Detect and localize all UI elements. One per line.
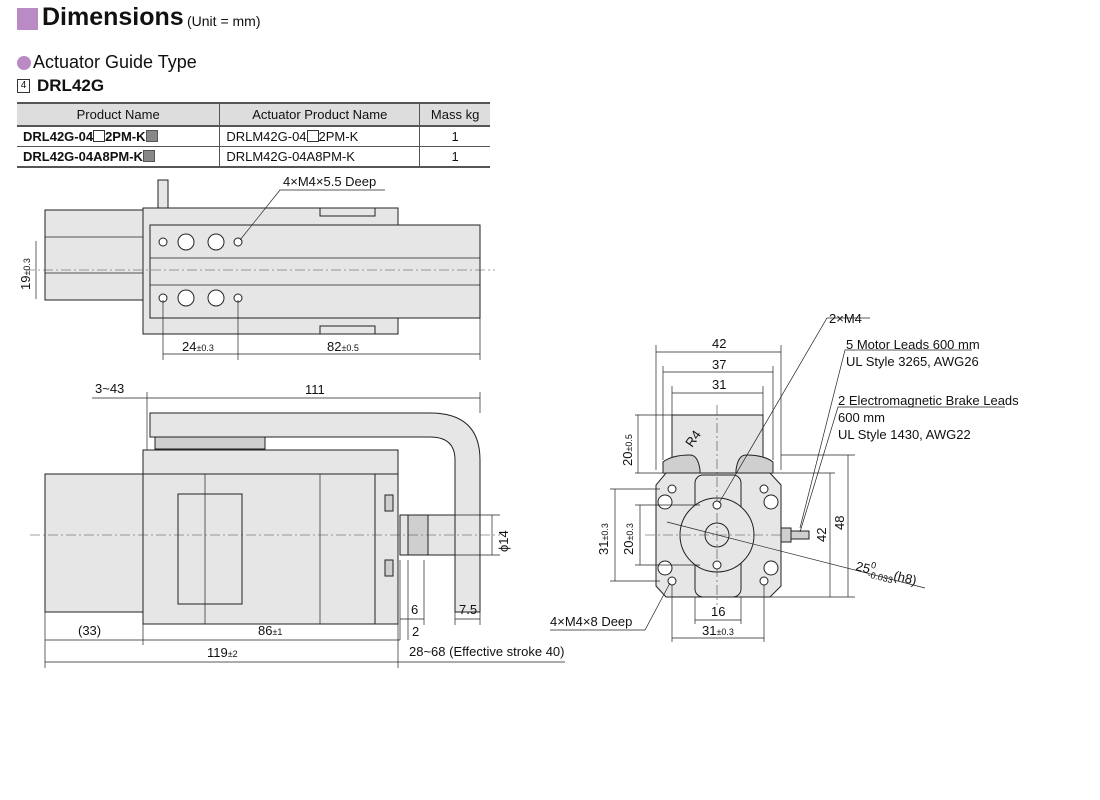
brake-leads-2: 600 mm (838, 410, 885, 425)
product-table: Product Name Actuator Product Name Mass … (17, 102, 490, 168)
subsection-bullet (17, 56, 31, 70)
b16-dim: 16 (711, 604, 725, 619)
motor-leads-2: UL Style 3265, AWG26 (846, 354, 979, 369)
width-31: 31 (712, 377, 726, 392)
table-header: Product Name Actuator Product Name Mass … (17, 102, 490, 127)
overall-top-dim: 111 (305, 382, 325, 397)
body-dim: 86±1 (258, 623, 282, 638)
col-mass: Mass kg (419, 102, 490, 127)
motor-dim: (33) (78, 623, 101, 638)
total-dim: 119±2 (207, 645, 238, 660)
brake-leads-3: UL Style 1430, AWG22 (838, 427, 971, 442)
front-view: 42 37 31 20±0.5 R4 31±0.3 20±0.3 42 48 2… (550, 311, 1019, 642)
h48-dim: 48 (832, 516, 847, 530)
model-title: DRL42G (37, 76, 105, 95)
m4-label: 2×M4 (829, 311, 862, 326)
col-product: Product Name (17, 102, 220, 127)
table-row: DRL42G-04A8PM-K DRLM42G-04A8PM-K 1 (17, 146, 490, 168)
bottom-holes-label: 4×M4×8 Deep (550, 614, 632, 629)
index-box: 4 (17, 79, 30, 93)
section-marker (17, 8, 38, 30)
pitch-dim: 24±0.3 (182, 339, 214, 354)
height-20-05: 20±0.5 (620, 434, 635, 466)
subsection-title: Actuator Guide Type (33, 52, 197, 72)
dim-2: 2 (412, 624, 419, 639)
h42-dim: 42 (814, 528, 829, 542)
stroke-dim: 28~68 (Effective stroke 40) (409, 644, 565, 659)
v20-dim: 20±0.3 (621, 523, 636, 555)
width-42: 42 (712, 336, 726, 351)
page-title: Dimensions (42, 3, 184, 31)
actuator-name: DRLM42G-04A8PM-K (219, 146, 420, 168)
length-dim: 82±0.5 (327, 339, 359, 354)
col-actuator: Actuator Product Name (219, 102, 420, 127)
brake-leads-1: 2 Electromagnetic Brake Leads (838, 393, 1019, 408)
tapped-holes-label: 4×M4×5.5 Deep (283, 174, 376, 189)
mass: 1 (419, 146, 490, 168)
mass: 1 (419, 126, 490, 147)
dim-7-5: 7.5 (459, 602, 477, 617)
v31-dim: 31±0.3 (596, 523, 611, 555)
top-view: 4×M4×5.5 Deep 19±0.3 24±0.3 82±0.5 (18, 174, 495, 360)
dim-6: 6 (411, 602, 418, 617)
unit-label: (Unit = mm) (187, 13, 261, 29)
b31-dim: 31±0.3 (702, 623, 734, 638)
motor-leads-1: 5 Motor Leads 600 mm (846, 337, 980, 352)
side-view: 3~43 111 ϕ14 6 7.5 2 (33) 86±1 119±2 28~… (30, 381, 565, 668)
shaft-dim: 250-0.033(h8) (854, 556, 919, 590)
shaft-dia-dim: ϕ14 (496, 530, 511, 552)
height-dim: 19±0.3 (18, 258, 33, 290)
width-37: 37 (712, 357, 726, 372)
offset-dim: 3~43 (95, 381, 124, 396)
product-name: DRL42G-04A8PM-K (17, 146, 220, 168)
